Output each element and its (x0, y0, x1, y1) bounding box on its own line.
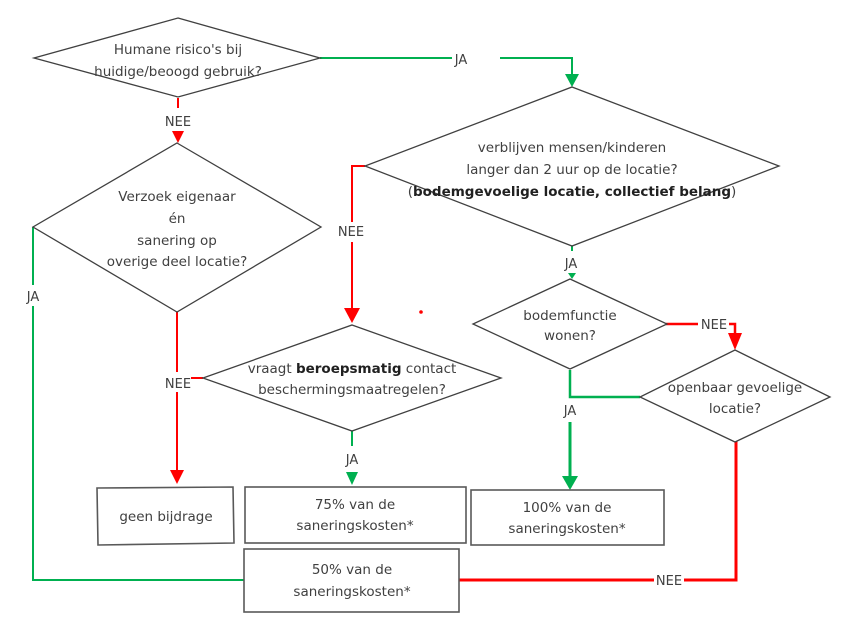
decision-bodemfunctie[interactable]: bodemfunctie wonen? (471, 278, 669, 370)
label-ja-verzoek: JA (26, 290, 40, 305)
svg-text:langer dan 2 uur op de locatie: langer dan 2 uur op de locatie? (466, 162, 677, 178)
label-ja-humane: JA (454, 53, 468, 68)
svg-text:overige deel locatie?: overige deel locatie? (107, 254, 247, 270)
svg-text:locatie?: locatie? (709, 401, 761, 417)
decision-beroepsmatig[interactable]: vraagt beroepsmatig contact beschermings… (201, 324, 503, 432)
label-nee-humane: NEE (165, 115, 191, 130)
svg-text:(bodemgevoelige locatie, colle: (bodemgevoelige locatie, collectief bela… (408, 184, 737, 200)
label-nee-verblijven: NEE (338, 225, 364, 240)
decision-verblijven[interactable]: verblijven mensen/kinderen langer dan 2 … (363, 86, 781, 247)
svg-text:geen bijdrage: geen bijdrage (119, 509, 212, 525)
decision-humane-risico[interactable]: Humane risico's bij huidige/beoogd gebru… (31, 17, 323, 98)
decision-openbaar[interactable]: openbaar gevoelige locatie? (638, 349, 832, 443)
stray-dot (419, 310, 423, 314)
outcome-75-procent[interactable]: 75% van de saneringskosten* (244, 486, 467, 544)
outcome-100-procent[interactable]: 100% van de saneringskosten* (470, 489, 665, 546)
connector-verblijven-ja: JA (564, 246, 578, 279)
label-ja-beroepsmatig: JA (345, 453, 359, 468)
svg-text:beschermingsmaatregelen?: beschermingsmaatregelen? (258, 382, 446, 398)
connector-bodemfunctie-nee: NEE (666, 318, 742, 350)
label-ja-verblijven: JA (564, 257, 578, 272)
svg-text:vraagt beroepsmatig contact: vraagt beroepsmatig contact (248, 361, 457, 377)
svg-text:én: én (169, 211, 186, 227)
svg-text:Humane risico's bij: Humane risico's bij (114, 42, 242, 58)
connector-humane-nee: NEE (165, 98, 191, 143)
decision-verzoek-eigenaar[interactable]: Verzoek eigenaar én sanering op overige … (31, 142, 323, 313)
connector-verzoek-nee: NEE (165, 312, 203, 484)
svg-text:verblijven mensen/kinderen: verblijven mensen/kinderen (478, 140, 666, 156)
svg-text:50% van de: 50% van de (312, 562, 392, 578)
svg-text:bodemfunctie: bodemfunctie (523, 308, 617, 324)
svg-text:openbaar gevoelige: openbaar gevoelige (668, 380, 802, 396)
connector-bodemfunctie-ja: JA (562, 370, 640, 490)
svg-text:100% van de: 100% van de (523, 500, 612, 516)
label-nee-bodemfunctie: NEE (701, 318, 727, 333)
svg-text:saneringskosten*: saneringskosten* (508, 521, 625, 537)
svg-text:huidige/beoogd gebruik?: huidige/beoogd gebruik? (94, 64, 262, 80)
connector-beroepsmatig-ja: JA (345, 431, 359, 485)
connector-verblijven-nee: NEE (338, 165, 365, 323)
label-nee-verzoek: NEE (165, 377, 191, 392)
svg-text:wonen?: wonen? (544, 328, 596, 344)
svg-text:sanering op: sanering op (137, 233, 217, 249)
svg-text:75% van de: 75% van de (315, 497, 395, 513)
label-ja-bodemfunctie: JA (563, 404, 577, 419)
connector-humane-ja: JA (320, 49, 579, 87)
svg-text:Verzoek eigenaar: Verzoek eigenaar (118, 189, 236, 205)
outcome-geen-bijdrage[interactable]: geen bijdrage (96, 486, 235, 546)
svg-text:saneringskosten*: saneringskosten* (293, 584, 410, 600)
outcome-50-procent[interactable]: 50% van de saneringskosten* (243, 548, 460, 613)
label-nee-openbaar: NEE (656, 574, 682, 589)
svg-text:saneringskosten*: saneringskosten* (296, 518, 413, 534)
